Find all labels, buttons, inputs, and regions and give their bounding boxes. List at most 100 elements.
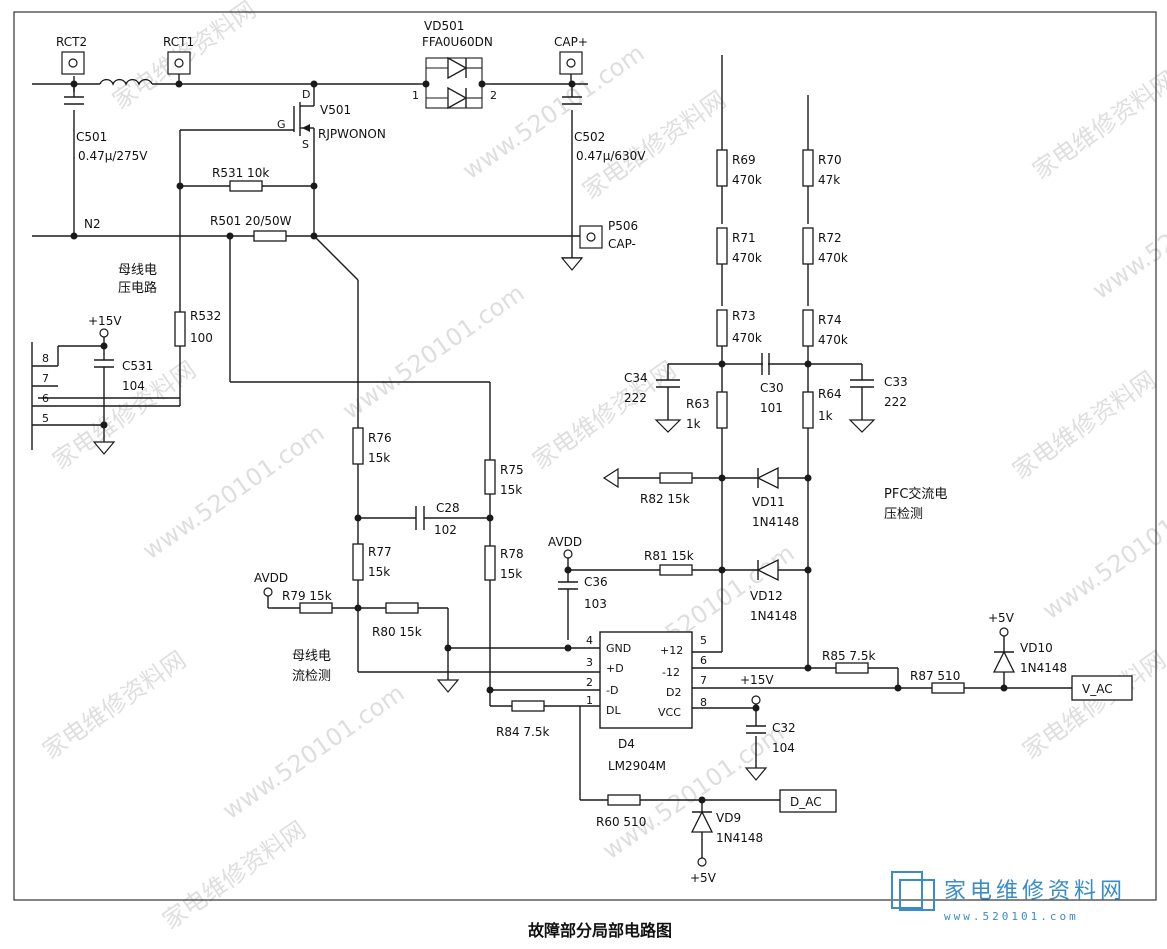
svg-text:+12: +12 <box>660 644 683 657</box>
svg-text:C33: C33 <box>884 375 908 389</box>
ic-d4-right-wires <box>692 651 1072 768</box>
svg-text:RCT1: RCT1 <box>163 35 194 49</box>
resistor-r60: R60 510 <box>596 794 646 829</box>
resistor-r501: R501 20/50W <box>210 214 292 242</box>
resistor-r64: R64 1k <box>802 387 842 429</box>
capacitor-c531: +15V C531 104 <box>88 314 153 455</box>
svg-text:7: 7 <box>42 372 49 385</box>
svg-text:R84 7.5k: R84 7.5k <box>496 725 550 739</box>
svg-text:G: G <box>277 118 286 131</box>
connector-cn: 8 7 6 5 <box>31 342 181 450</box>
svg-text:VD11: VD11 <box>752 495 785 509</box>
svg-text:5: 5 <box>42 412 49 425</box>
svg-text:R72: R72 <box>818 231 842 245</box>
test-point-cap-plus: CAP+ <box>554 35 588 84</box>
svg-text:GND: GND <box>606 642 631 655</box>
svg-text:R531 10k: R531 10k <box>212 166 269 180</box>
junctions-top <box>70 80 576 240</box>
svg-text:V_AC: V_AC <box>1082 682 1113 696</box>
resistor-r63: R63 1k <box>686 391 728 431</box>
svg-text:R60 510: R60 510 <box>596 815 646 829</box>
svg-text:R77: R77 <box>368 545 392 559</box>
svg-text:CAP-: CAP- <box>608 237 636 251</box>
svg-text:VD9: VD9 <box>716 811 741 825</box>
diode-vd12: VD12 1N4148 <box>750 558 797 623</box>
junctions-pfc <box>564 360 812 652</box>
svg-text:4: 4 <box>586 634 593 647</box>
resistor-r79: AVDD R79 15k <box>254 571 333 614</box>
svg-text:1N4148: 1N4148 <box>1020 661 1067 675</box>
resistor-r78: R78 15k <box>484 545 524 581</box>
junctions-divider <box>354 514 494 694</box>
ground-bus-current <box>436 679 460 693</box>
pfc-wires <box>568 55 863 668</box>
divider-wires <box>272 382 780 801</box>
svg-text:R532: R532 <box>190 309 221 323</box>
svg-text:104: 104 <box>122 379 145 393</box>
svg-text:102: 102 <box>434 523 457 537</box>
svg-text:101: 101 <box>760 401 783 415</box>
svg-text:VD10: VD10 <box>1020 641 1053 655</box>
svg-text:R78: R78 <box>500 547 524 561</box>
svg-text:VCC: VCC <box>658 706 681 719</box>
svg-text:470k: 470k <box>732 173 762 187</box>
svg-text:R80 15k: R80 15k <box>372 625 422 639</box>
svg-text:C36: C36 <box>584 575 608 589</box>
svg-text:R82 15k: R82 15k <box>640 492 690 506</box>
svg-text:R64: R64 <box>818 387 842 401</box>
svg-text:1N4148: 1N4148 <box>716 831 763 845</box>
svg-text:7: 7 <box>700 674 707 687</box>
svg-text:3: 3 <box>586 656 593 669</box>
svg-text:D4: D4 <box>618 737 635 751</box>
watermark-logo: 家电维修资料网 www.520101.com <box>891 871 1122 923</box>
svg-text:+5V: +5V <box>988 611 1015 625</box>
svg-text:D_AC: D_AC <box>790 795 822 809</box>
output-port-v-ac: V_AC <box>1071 675 1133 701</box>
svg-text:+5V: +5V <box>690 871 717 885</box>
capacitor-c501: C501 0.47μ/275V <box>64 96 148 163</box>
svg-text:www.520101.com: www.520101.com <box>944 910 1079 923</box>
svg-text:C502: C502 <box>574 130 605 144</box>
note-bus-current-2: 流检测 <box>292 669 331 684</box>
svg-text:RCT2: RCT2 <box>56 35 87 49</box>
svg-text:VD501: VD501 <box>424 19 464 33</box>
svg-text:0.47μ/275V: 0.47μ/275V <box>78 149 148 163</box>
output-port-d-ac: D_AC <box>779 789 837 813</box>
svg-text:104: 104 <box>772 741 795 755</box>
resistor-r87: R87 510 <box>910 669 965 694</box>
svg-text:FFA0U60DN: FFA0U60DN <box>422 35 493 49</box>
svg-text:CAP+: CAP+ <box>554 35 588 49</box>
diode-vd9: +5V VD9 1N4148 <box>690 796 763 885</box>
resistor-r77: R77 15k <box>352 543 392 581</box>
svg-text:R70: R70 <box>818 153 842 167</box>
svg-text:222: 222 <box>884 395 907 409</box>
svg-text:R71: R71 <box>732 231 756 245</box>
svg-text:2: 2 <box>586 676 593 689</box>
capacitor-c32: C32 104 <box>744 721 796 781</box>
note-bus-voltage-1: 母线电 <box>118 263 157 278</box>
svg-text:1k: 1k <box>818 409 833 423</box>
svg-text:AVDD: AVDD <box>548 535 582 549</box>
svg-text:470k: 470k <box>732 251 762 265</box>
svg-text:1N4148: 1N4148 <box>752 515 799 529</box>
diode-vd10: +5V VD10 1N4148 <box>988 611 1067 688</box>
svg-text:C30: C30 <box>760 381 784 395</box>
diode-vd501: VD501 FFA0U60DN 1 2 <box>412 19 497 110</box>
svg-text:103: 103 <box>584 597 607 611</box>
svg-text:1k: 1k <box>686 417 701 431</box>
capacitor-c30: C30 101 <box>760 353 784 415</box>
svg-text:C32: C32 <box>772 721 796 735</box>
svg-text:RJPWONON: RJPWONON <box>318 127 386 141</box>
svg-text:R81 15k: R81 15k <box>644 549 694 563</box>
svg-text:DL: DL <box>606 704 621 717</box>
capacitor-c36: AVDD C36 103 <box>548 535 608 640</box>
svg-text:R76: R76 <box>368 431 392 445</box>
svg-text:-D: -D <box>606 684 618 697</box>
svg-text:6: 6 <box>700 654 707 667</box>
svg-text:V501: V501 <box>320 103 351 117</box>
resistor-r74: R74 470k <box>802 309 848 347</box>
svg-text:C501: C501 <box>76 130 107 144</box>
diagram-caption: 故障部分局部电路图 <box>528 921 672 940</box>
diagram-frame <box>13 11 1157 901</box>
